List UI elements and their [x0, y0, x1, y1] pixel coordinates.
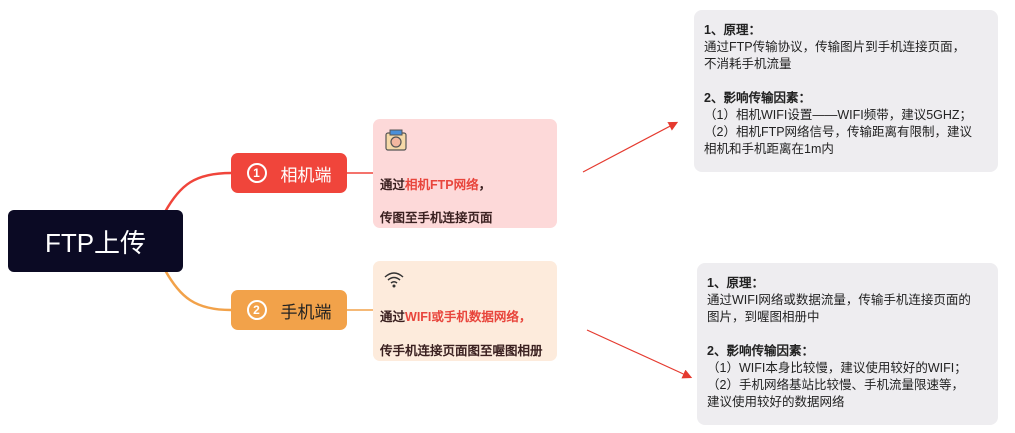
card-line2: 传图至手机连接页面: [380, 211, 493, 225]
card-phone[interactable]: 通过WIFI或手机数据网络， 传手机连接页面图至喔图相册: [373, 261, 557, 361]
camera-icon: [385, 129, 407, 151]
branch-phone[interactable]: 2 手机端: [231, 290, 347, 330]
root-label: FTP上传: [44, 227, 147, 258]
branch-label: 相机端: [280, 165, 332, 185]
branch-label: 手机端: [280, 302, 332, 322]
branch-camera[interactable]: 1 相机端: [231, 153, 347, 193]
card-line1: 通过WIFI或手机数据网络，: [380, 310, 532, 324]
number-badge: 1: [246, 163, 267, 183]
connector-root-branch1: [163, 171, 232, 213]
note-camera: 1、原理： 通过FTP传输协议，传输图片到手机连接页面， 不消耗手机流量 2、影…: [694, 10, 998, 172]
wifi-icon: [384, 272, 404, 288]
number-badge: 2: [246, 300, 267, 320]
card-line2: 传手机连接页面图至喔图相册: [380, 344, 543, 358]
connector-root-branch2: [163, 269, 232, 312]
arrow-to-note2: [586, 329, 693, 379]
card-camera[interactable]: 通过相机FTP网络， 传图至手机连接页面: [373, 119, 557, 228]
note-phone: 1、原理： 通过WIFI网络或数据流量，传输手机连接页面的 图片，到喔图相册中 …: [697, 263, 998, 425]
root-node[interactable]: FTP上传: [8, 210, 183, 272]
card-line1: 通过相机FTP网络，: [380, 178, 492, 192]
arrow-to-note1: [582, 121, 679, 173]
